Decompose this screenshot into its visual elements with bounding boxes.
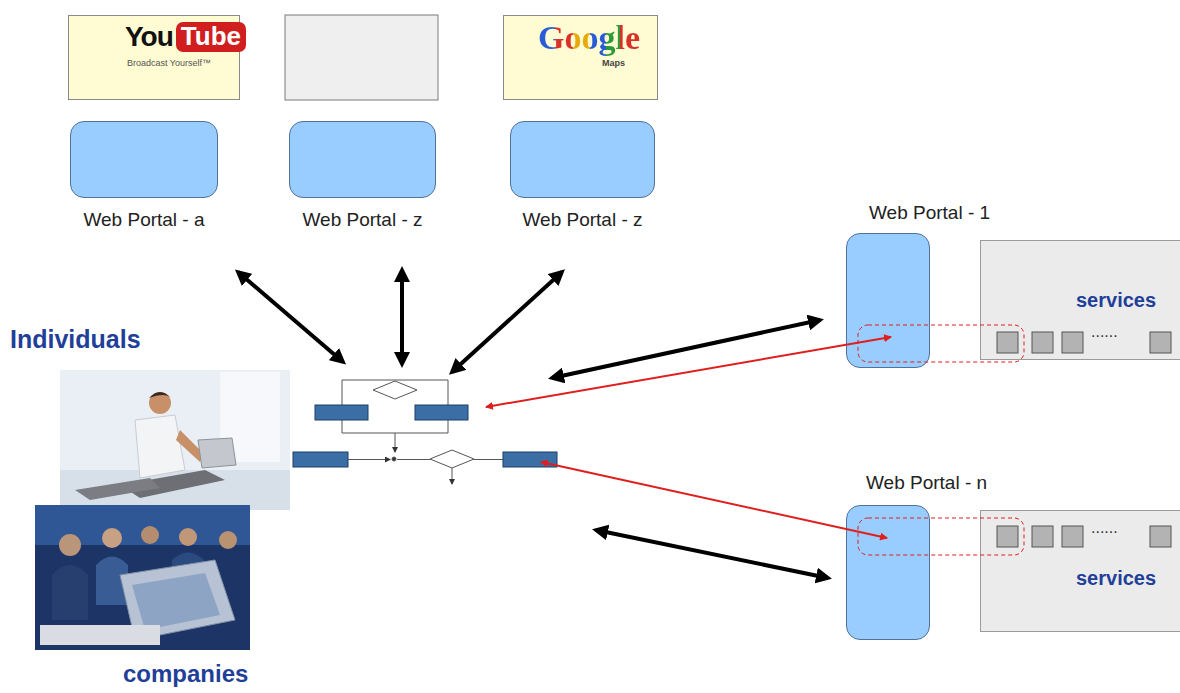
portal-box: Web Portal - 1	[846, 233, 930, 368]
portal-box: Web Portal - n	[846, 505, 930, 640]
drawing-part	[348, 459, 390, 460]
process-flow	[293, 380, 557, 484]
drawing-part	[486, 337, 891, 407]
drawing-part	[60, 370, 290, 510]
drawing-part	[198, 438, 236, 468]
portal-label: Web Portal - z	[302, 209, 422, 231]
service-selection	[858, 325, 1024, 555]
drawing-part	[59, 534, 81, 556]
drawing-part	[400, 270, 404, 364]
drawing-part	[75, 478, 160, 500]
portal-label: Web Portal - n	[866, 472, 987, 494]
logo-tagline: Broadcast Yourself™	[127, 58, 211, 68]
logo-text: Tube	[176, 22, 246, 52]
portal-box: Web Portal - z	[510, 121, 655, 198]
drawing-part	[415, 405, 468, 420]
logo-text: You	[125, 21, 173, 53]
portal-box: Web Portal - z	[289, 121, 436, 198]
logo-text: Google	[538, 18, 640, 57]
logo-panel: YouTubeBroadcast Yourself™	[68, 15, 240, 100]
drawing-part	[452, 468, 453, 484]
drawing-part	[141, 526, 159, 544]
drawing-part	[1032, 332, 1053, 353]
logo-tagline: Maps	[602, 58, 625, 68]
access-arrows	[238, 270, 828, 578]
drawing-part	[52, 565, 88, 620]
drawing-part	[858, 325, 1024, 362]
drawing-part	[474, 459, 503, 460]
drawing-part	[315, 405, 368, 420]
drawing-part	[430, 450, 474, 468]
drawing-part	[40, 625, 160, 645]
logo-panel: GoogleMaps	[503, 15, 658, 100]
drawing-part	[238, 272, 343, 362]
drawing-part	[552, 320, 820, 378]
individual-photo	[60, 370, 290, 510]
company-photo	[35, 505, 250, 650]
drawing-part	[1150, 332, 1171, 353]
group-label: companies	[123, 660, 248, 688]
drawing-part	[149, 392, 171, 398]
drawing-part	[1032, 526, 1053, 547]
services-label: services	[1076, 289, 1156, 312]
drawing-part	[397, 459, 430, 460]
drawing-part	[135, 415, 185, 478]
drawing-part	[997, 332, 1018, 353]
drawing-part	[293, 452, 348, 467]
group-label: Individuals	[10, 325, 141, 354]
drawing-part	[373, 381, 417, 399]
drawing-part	[149, 392, 171, 414]
drawing-part	[596, 530, 828, 578]
drawing-part	[60, 470, 290, 510]
portal-label: Web Portal - 1	[869, 202, 990, 224]
ellipsis: ......	[1091, 323, 1118, 341]
service-squares	[997, 332, 1171, 547]
drawing-part	[219, 531, 237, 549]
drawing-part	[997, 526, 1018, 547]
service-links	[486, 337, 891, 538]
services-label: services	[1076, 567, 1156, 590]
drawing-part	[35, 505, 250, 650]
drawing-part	[1062, 332, 1083, 353]
ellipsis: ......	[1091, 519, 1118, 537]
drawing-part	[395, 433, 396, 452]
drawing-part	[179, 528, 197, 546]
drawing-part	[1150, 526, 1171, 547]
portal-label: Web Portal - a	[83, 209, 204, 231]
drawing-part	[452, 272, 562, 372]
drawing-part	[1062, 526, 1083, 547]
drawing-part	[541, 462, 887, 538]
drawing-part	[132, 573, 220, 630]
drawing-part	[102, 528, 122, 548]
portal-box: Web Portal - a	[70, 121, 218, 198]
blank-panel	[285, 15, 438, 100]
portal-label: Web Portal - z	[522, 209, 642, 231]
drawing-part	[392, 457, 396, 461]
